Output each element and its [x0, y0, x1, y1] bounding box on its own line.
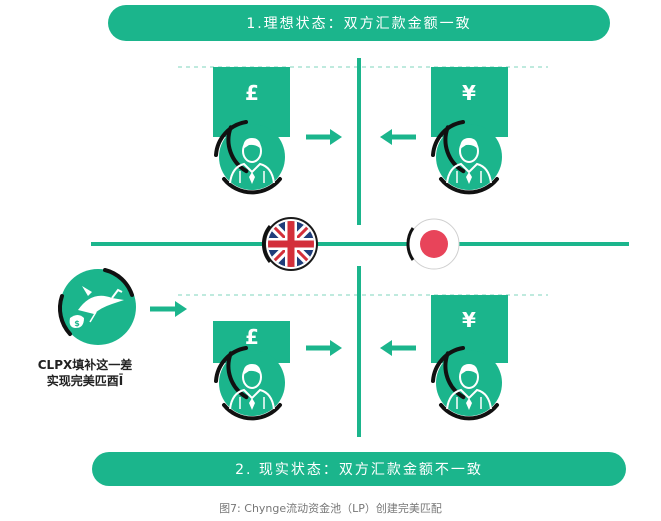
- top-pound-column: [213, 67, 290, 195]
- yen-icon: ¥: [462, 81, 476, 105]
- bottom-banner: 2. 现实状态：双方汇款金额不一致: [92, 452, 626, 486]
- arrow-right-icon: [306, 340, 342, 356]
- bottom-banner-text: 2. 现实状态：双方汇款金额不一致: [235, 462, 483, 478]
- top-banner-text: 1.理想状态：双方汇款金额一致: [246, 16, 472, 32]
- arrow-left-icon: [380, 340, 416, 356]
- figure-caption: 图7: Chynge流动资金池（LP）创建完美匹配: [219, 502, 442, 515]
- bottom-pound-column: [213, 321, 290, 421]
- pound-icon: £: [245, 325, 259, 349]
- top-yen-column: [430, 67, 508, 195]
- clpx-label-line1: CLPX填补这一差: [37, 358, 133, 372]
- bottom-yen-column: [430, 295, 508, 421]
- pound-icon: £: [245, 81, 259, 105]
- arrow-right-icon: [150, 301, 187, 317]
- yen-icon: ¥: [462, 308, 476, 332]
- arrow-right-icon: [306, 129, 342, 145]
- arrow-left-icon: [380, 129, 416, 145]
- svg-text:$: $: [74, 319, 80, 328]
- clpx-label: CLPX填补这一差 实现完美匹酉Ī: [30, 357, 140, 389]
- clpx-label-line2: 实现完美匹酉Ī: [46, 374, 124, 388]
- uk-flag-icon: [262, 217, 318, 271]
- top-banner: 1.理想状态：双方汇款金额一致: [108, 5, 610, 41]
- stork-icon: $: [58, 268, 136, 345]
- japan-flag-icon: [406, 218, 460, 270]
